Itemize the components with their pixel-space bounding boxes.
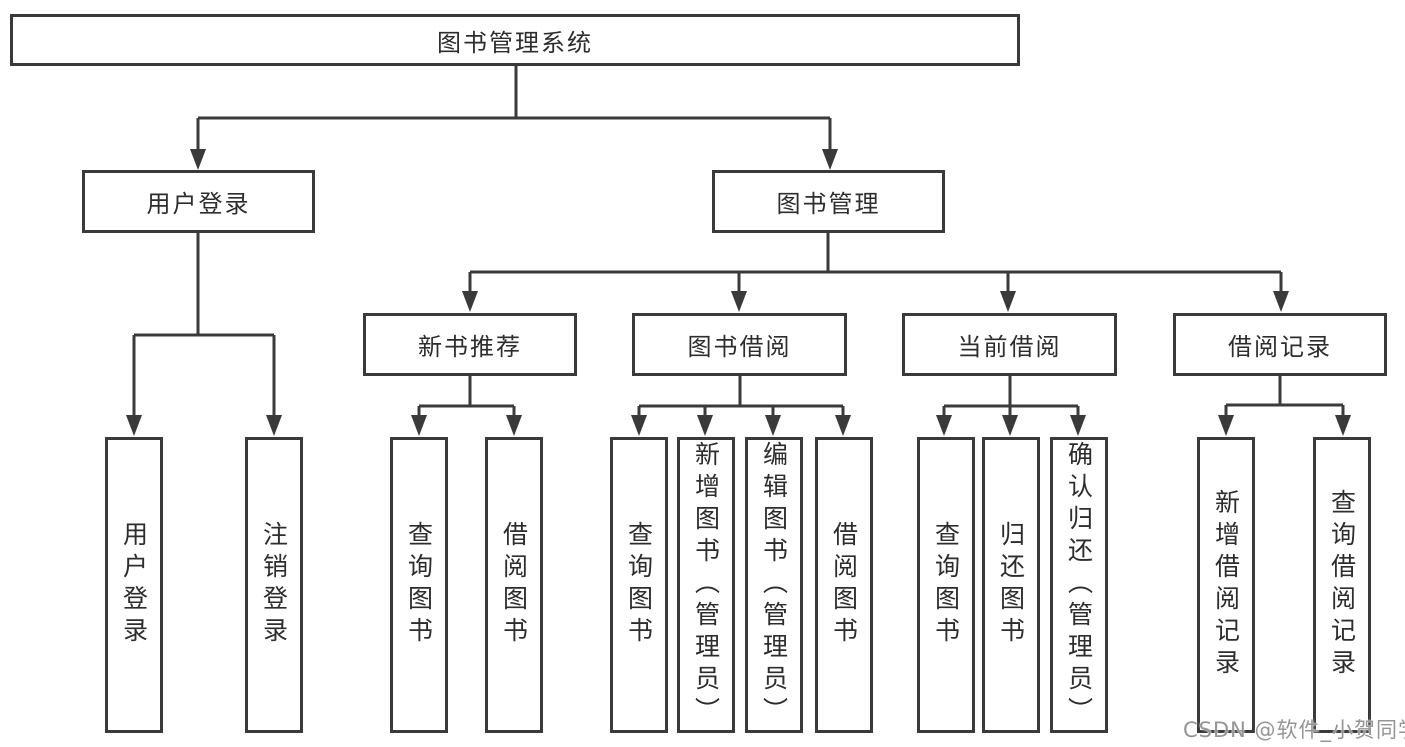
leaf-label: 用户登录	[119, 521, 149, 649]
leaf-query-books-recommend: 查询图书	[390, 437, 448, 733]
leaf-label: 注销登录	[259, 521, 289, 649]
leaf-edit-book-admin: 编辑图书（管理员）	[745, 437, 803, 733]
connector-current-borrow-to-leaves	[936, 376, 1086, 436]
watermark: CSDN @软件_小贺同学	[1183, 718, 1405, 742]
leaf-label: 借阅图书	[499, 521, 529, 649]
leaf-add-book-admin: 新增图书（管理员）	[677, 437, 735, 733]
leaf-confirm-return-admin: 确认归还（管理员）	[1050, 437, 1108, 733]
node-current-borrow: 当前借阅	[902, 313, 1117, 376]
leaf-logout: 注销登录	[245, 437, 303, 733]
connector-new-book-recommend-to-leaves	[411, 376, 522, 436]
leaf-label: 查询图书	[624, 521, 654, 649]
leaf-label: 归还图书	[996, 521, 1026, 649]
leaf-label: 查询借阅记录	[1327, 489, 1357, 681]
node-book-borrow: 图书借阅	[632, 313, 847, 376]
leaf-label: 借阅图书	[829, 521, 859, 649]
leaf-user-login: 用户登录	[105, 437, 163, 733]
connector-book-management-to-level3	[462, 233, 1289, 312]
node-new-book-recommend: 新书推荐	[363, 313, 577, 376]
connector-borrow-records-to-leaves	[1218, 376, 1351, 436]
leaf-query-books-borrow: 查询图书	[610, 437, 668, 733]
node-root: 图书管理系统	[10, 14, 1020, 66]
leaf-return-book: 归还图书	[982, 437, 1040, 733]
leaf-query-books-current: 查询图书	[917, 437, 975, 733]
connector-user-login-to-leaves	[126, 233, 282, 436]
leaf-label: 查询图书	[931, 521, 961, 649]
leaf-label: 编辑图书（管理员）	[759, 441, 789, 729]
connector-root-to-level2	[190, 66, 838, 170]
node-borrow-records: 借阅记录	[1173, 313, 1387, 376]
node-book-management: 图书管理	[712, 170, 945, 233]
leaf-borrow-books-borrow: 借阅图书	[815, 437, 873, 733]
leaf-label: 确认归还（管理员）	[1064, 441, 1094, 729]
leaf-borrow-books-recommend: 借阅图书	[485, 437, 543, 733]
leaf-label: 新增图书（管理员）	[691, 441, 721, 729]
leaf-query-borrow-record: 查询借阅记录	[1313, 437, 1371, 733]
leaf-label: 新增借阅记录	[1211, 489, 1241, 681]
node-user-login: 用户登录	[82, 170, 315, 233]
connector-book-borrow-to-leaves	[631, 376, 851, 436]
leaf-label: 查询图书	[404, 521, 434, 649]
leaf-add-borrow-record: 新增借阅记录	[1197, 437, 1255, 733]
